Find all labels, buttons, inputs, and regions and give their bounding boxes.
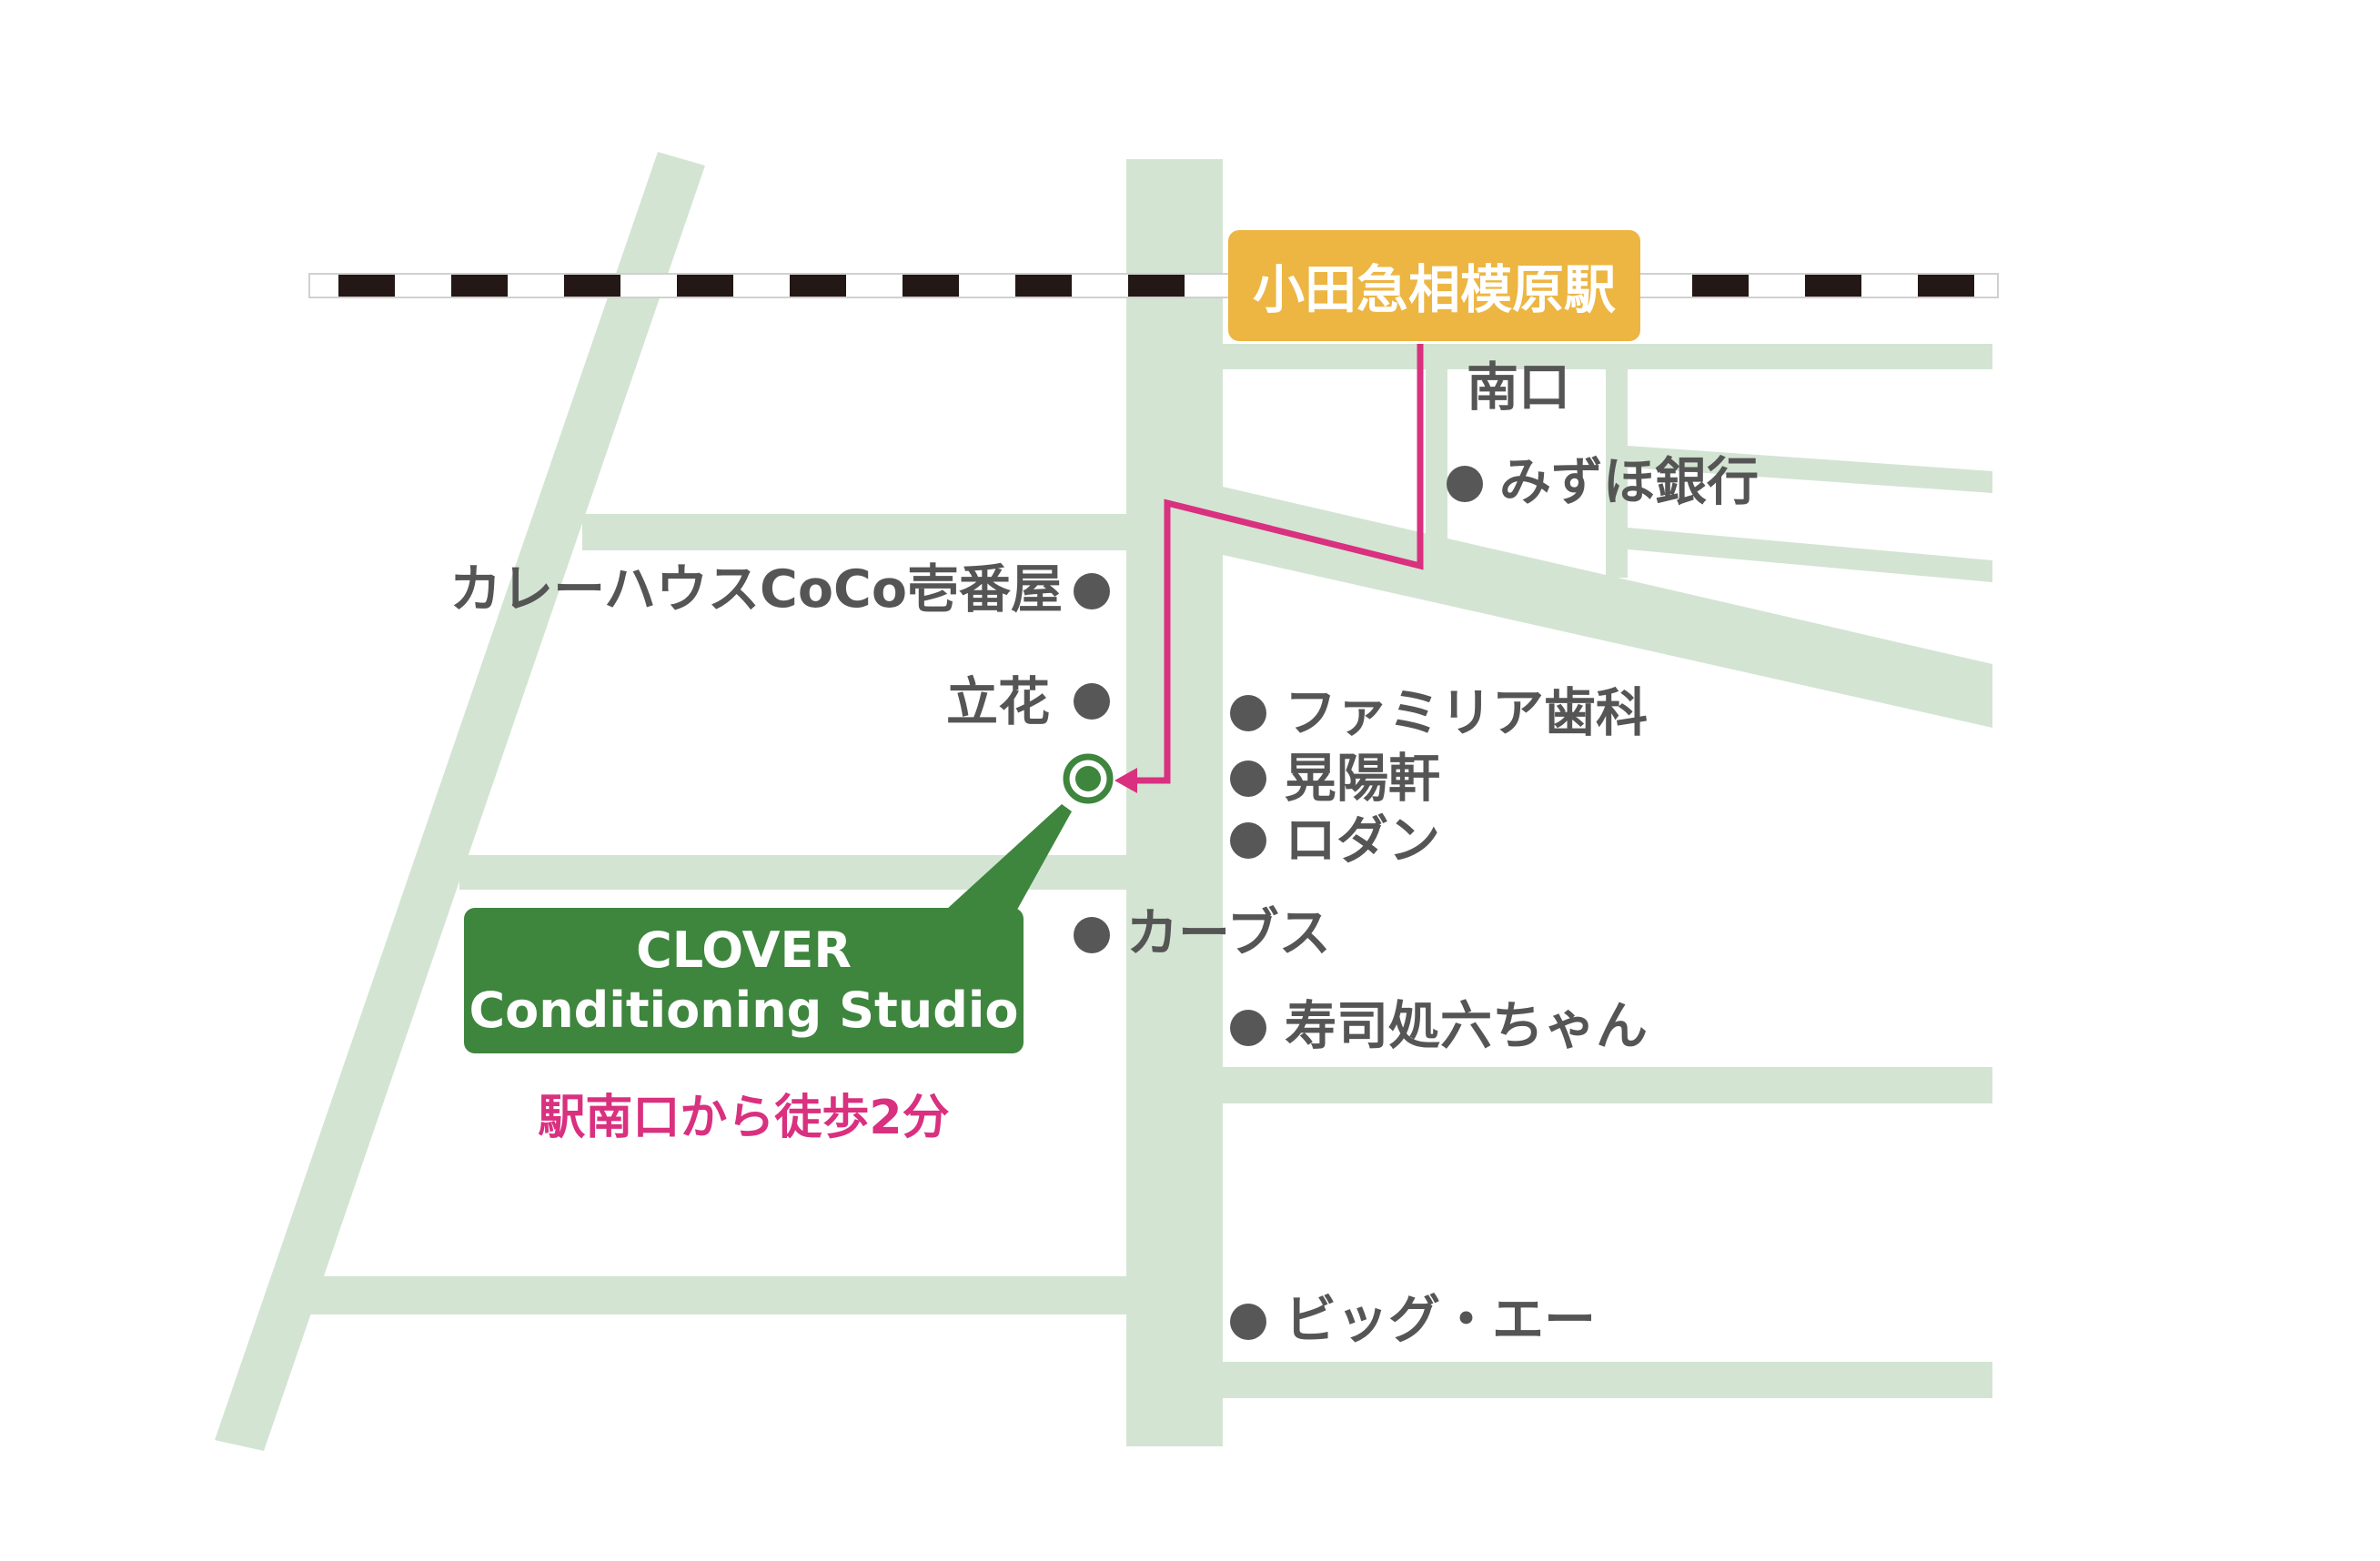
landmark-sushi: 寿司処六ちゃん bbox=[1285, 996, 1648, 1056]
landmark-rodan: ロダン bbox=[1285, 811, 1440, 871]
studio-callout-pointer bbox=[946, 804, 1072, 910]
studio-name-line1: CLOVER bbox=[636, 921, 852, 979]
road-diagonal-east-1 bbox=[1628, 446, 1992, 493]
road-main-vertical bbox=[1126, 159, 1223, 1446]
road-h-south-west bbox=[307, 1276, 1128, 1314]
road-network bbox=[215, 152, 1992, 1451]
road-v-east-short bbox=[1606, 368, 1628, 578]
road-diagonal-east-2 bbox=[1628, 528, 1992, 582]
road-station-front bbox=[1223, 344, 1992, 369]
road-h-sushi-east bbox=[1223, 1067, 1992, 1103]
road-diagonal-main-east bbox=[1223, 487, 1992, 728]
dot-icon bbox=[1447, 466, 1483, 502]
road-h-south-east bbox=[1223, 1362, 1992, 1398]
studio-name-line2: Conditioning Studio bbox=[469, 982, 1019, 1039]
landmark-mizuho: みずほ銀行 bbox=[1499, 452, 1759, 512]
landmark-coco: カレーハウスCoCo壱番屋 bbox=[449, 559, 1063, 619]
dot-icon bbox=[1230, 822, 1266, 859]
walking-route bbox=[1131, 344, 1424, 784]
dot-icon bbox=[1074, 573, 1110, 609]
route-path bbox=[1131, 344, 1424, 784]
landmark-familia: ファミリア歯科 bbox=[1285, 683, 1648, 743]
dot-icon bbox=[1074, 683, 1110, 720]
road-h-coco bbox=[582, 514, 1128, 550]
dot-icon bbox=[1230, 760, 1266, 797]
walk-time-note: 駅南口から徒歩2分 bbox=[538, 1091, 950, 1145]
dot-icon bbox=[1230, 1304, 1266, 1340]
station-name: 小田急相模原駅 bbox=[1253, 260, 1616, 320]
station-exit-label: 南口 bbox=[1467, 358, 1570, 418]
dot-icon bbox=[1074, 917, 1110, 953]
landmark-koyoken: 晃陽軒 bbox=[1285, 749, 1440, 809]
railway-line bbox=[308, 273, 1999, 298]
landmark-tachibana: 立花 bbox=[946, 672, 1050, 732]
location-target-inner-dot bbox=[1075, 766, 1101, 791]
landmark-big-a: ビッグ・エー bbox=[1285, 1290, 1596, 1350]
arrow-left-icon bbox=[1114, 768, 1137, 793]
studio-label-box: CLOVER Conditioning Studio bbox=[464, 908, 1024, 1053]
location-target-icon bbox=[1063, 753, 1114, 804]
road-diagonal-west bbox=[215, 152, 705, 1451]
station-label-box: 小田急相模原駅 bbox=[1228, 230, 1640, 341]
dot-icon bbox=[1230, 695, 1266, 731]
landmark-curves: カーブス bbox=[1126, 903, 1331, 963]
dot-icon bbox=[1230, 1010, 1266, 1046]
